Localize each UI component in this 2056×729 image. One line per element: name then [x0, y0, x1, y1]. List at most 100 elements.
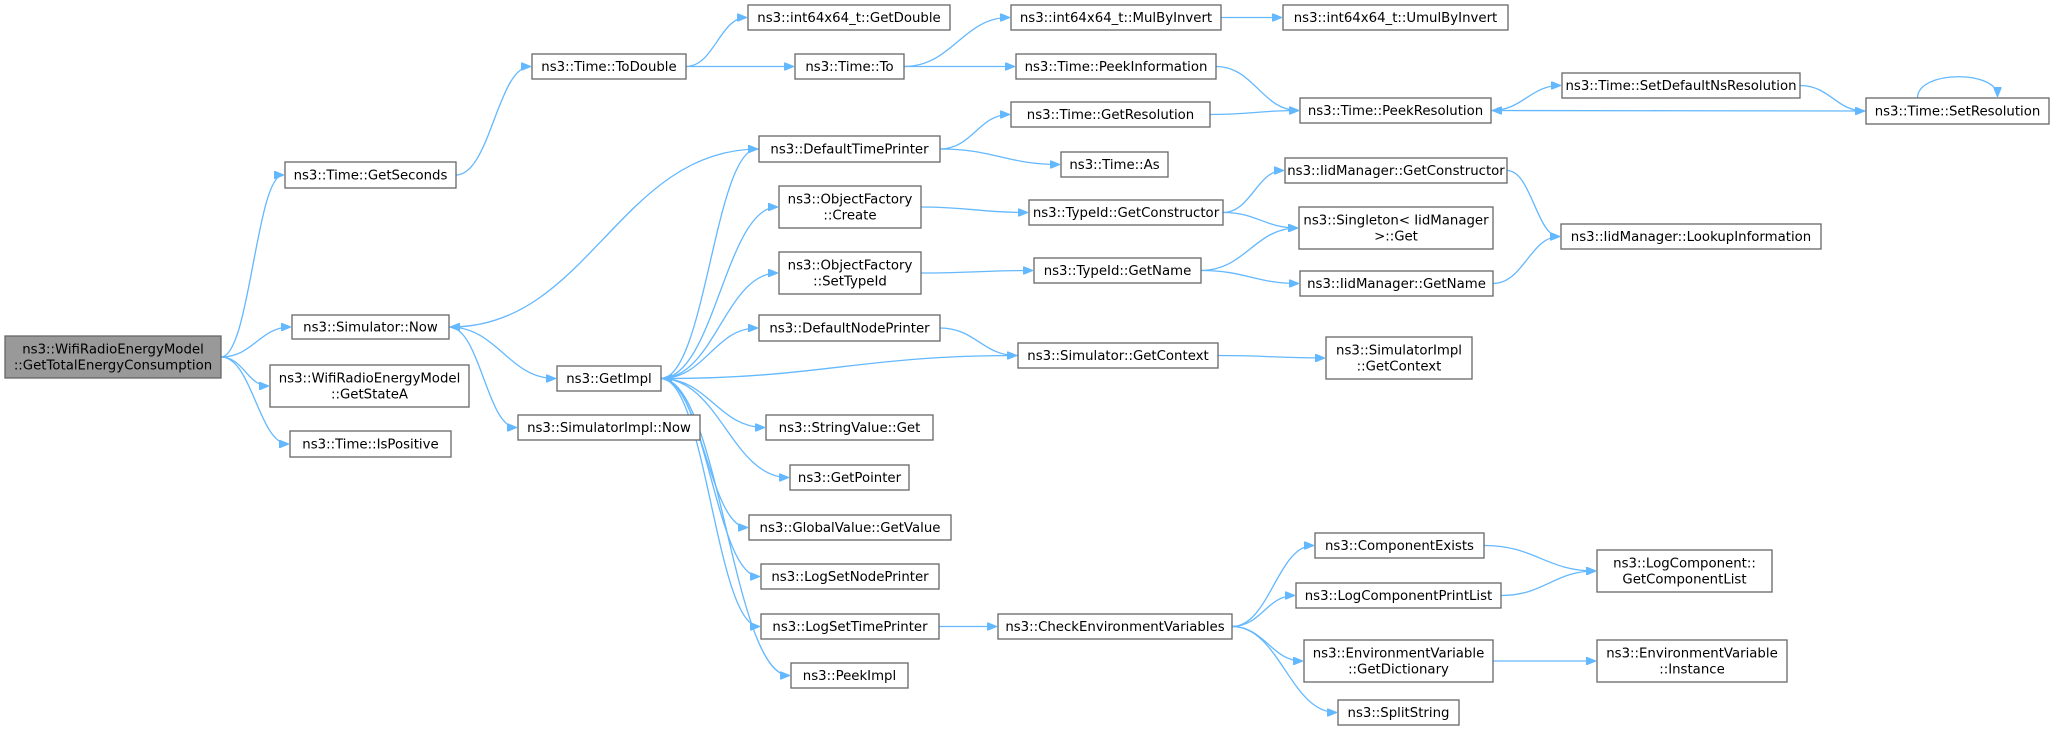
node-peek-resolution[interactable]: ns3::Time::PeekResolution — [1299, 97, 1492, 124]
node-set-resolution[interactable]: ns3::Time::SetResolution — [1865, 97, 2050, 125]
node-get-seconds[interactable]: ns3::Time::GetSeconds — [284, 161, 457, 189]
edge-get-impl-to-obj-fact-create — [660, 207, 777, 380]
edge-comp-exists-to-log-comp-get-list — [1483, 544, 1595, 572]
node-get-pointer[interactable]: ns3::GetPointer — [789, 464, 910, 491]
node-time-to[interactable]: ns3::Time::To — [794, 53, 905, 80]
node-label-line: ns3::ObjectFactory — [788, 259, 913, 274]
edge-obj-fact-set-type-id-to-type-id-get-name — [920, 271, 1032, 274]
node-box — [1299, 270, 1494, 297]
node-box — [1010, 4, 1222, 31]
edge-get-resolution-to-peek-resolution — [1209, 111, 1298, 116]
node-label-line: ns3::ComponentExists — [1325, 539, 1474, 554]
node-box — [1865, 97, 2050, 125]
node-time-as[interactable]: ns3::Time::As — [1060, 151, 1169, 178]
node-iid-get-name[interactable]: ns3::IidManager::GetName — [1299, 270, 1494, 297]
node-box — [1561, 72, 1801, 99]
edge-get-impl-to-peek-impl — [660, 377, 789, 676]
node-global-get-value[interactable]: ns3::GlobalValue::GetValue — [748, 514, 952, 541]
node-box — [1337, 699, 1460, 726]
node-is-positive[interactable]: ns3::Time::IsPositive — [289, 430, 452, 458]
node-to-double[interactable]: ns3::Time::ToDouble — [531, 53, 687, 80]
node-umul-by-invert[interactable]: ns3::int64x64_t::UmulByInvert — [1282, 4, 1509, 31]
edge-get-impl-to-log-set-time-printer — [660, 377, 759, 627]
node-comp-exists[interactable]: ns3::ComponentExists — [1314, 532, 1485, 559]
node-sim-get-context[interactable]: ns3::Simulator::GetContext — [1017, 342, 1219, 369]
node-split-string[interactable]: ns3::SplitString — [1337, 699, 1460, 726]
node-get-state-a[interactable]: ns3::WifiRadioEnergyModel::GetStateA — [269, 364, 470, 408]
node-def-time-printer[interactable]: ns3::DefaultTimePrinter — [758, 135, 941, 163]
node-iid-get-constructor[interactable]: ns3::IidManager::GetConstructor — [1284, 157, 1508, 184]
node-sim-now[interactable]: ns3::Simulator::Now — [291, 314, 450, 340]
node-log-set-node-printer[interactable]: ns3::LogSetNodePrinter — [760, 563, 940, 590]
node-mul-by-invert[interactable]: ns3::int64x64_t::MulByInvert — [1010, 4, 1222, 31]
edge-type-id-get-constructor-to-iid-get-constructor — [1222, 171, 1283, 214]
edge-sim-now-to-get-impl — [448, 326, 555, 379]
node-obj-fact-set-type-id[interactable]: ns3::ObjectFactory::SetTypeId — [778, 251, 922, 295]
node-label-line: ns3::GlobalValue::GetValue — [760, 521, 941, 536]
node-box — [1017, 342, 1219, 369]
node-label-line: ns3::int64x64_t::MulByInvert — [1020, 11, 1212, 26]
edge-get-seconds-to-to-double — [455, 67, 530, 176]
node-label-line: ns3::LogSetNodePrinter — [771, 570, 929, 585]
edge-peek-information-to-peek-resolution — [1215, 65, 1298, 111]
node-check-env[interactable]: ns3::CheckEnvironmentVariables — [997, 613, 1233, 640]
node-log-comp-print-list[interactable]: ns3::LogComponentPrintList — [1295, 582, 1502, 609]
edge-type-id-get-name-to-iid-get-name — [1200, 269, 1298, 284]
node-type-id-get-constructor[interactable]: ns3::TypeId::GetConstructor — [1028, 199, 1224, 226]
node-label-line: ns3::TypeId::GetConstructor — [1033, 206, 1220, 221]
node-box — [1325, 336, 1473, 380]
node-box — [1298, 206, 1494, 250]
node-str-value-get[interactable]: ns3::StringValue::Get — [765, 414, 934, 441]
node-sim-impl-now[interactable]: ns3::SimulatorImpl::Now — [517, 414, 701, 441]
edge-check-env-to-env-get-dictionary — [1231, 625, 1302, 662]
node-box — [1596, 639, 1788, 683]
node-peek-information[interactable]: ns3::Time::PeekInformation — [1015, 53, 1217, 80]
node-box — [747, 4, 951, 31]
node-label-line: GetComponentList — [1622, 573, 1746, 588]
node-box — [778, 185, 922, 229]
node-box — [1295, 582, 1502, 609]
node-label-line: ns3::DefaultTimePrinter — [770, 143, 929, 158]
node-box — [1015, 53, 1217, 80]
node-label-line: ns3::Time::GetSeconds — [294, 169, 448, 184]
node-env-instance[interactable]: ns3::EnvironmentVariable::Instance — [1596, 639, 1788, 683]
node-peek-impl[interactable]: ns3::PeekImpl — [790, 662, 909, 689]
node-box — [1303, 639, 1494, 683]
node-env-get-dictionary[interactable]: ns3::EnvironmentVariable::GetDictionary — [1303, 639, 1494, 683]
node-box — [291, 314, 450, 340]
node-box — [4, 335, 222, 379]
edge-set-default-ns-res-to-set-resolution — [1799, 84, 1864, 112]
node-type-id-get-name[interactable]: ns3::TypeId::GetName — [1033, 257, 1202, 284]
node-log-comp-get-list[interactable]: ns3::LogComponent::GetComponentList — [1596, 549, 1773, 593]
node-box — [1282, 4, 1509, 31]
node-def-node-printer[interactable]: ns3::DefaultNodePrinter — [758, 314, 941, 342]
node-get-resolution[interactable]: ns3::Time::GetResolution — [1010, 101, 1211, 128]
node-box — [1060, 151, 1169, 178]
node-label-line: ns3::CheckEnvironmentVariables — [1005, 620, 1224, 635]
node-obj-fact-create[interactable]: ns3::ObjectFactory::Create — [778, 185, 922, 229]
node-label-line: ns3::Time::GetResolution — [1027, 108, 1194, 123]
node-label-line: ns3::LogComponent:: — [1613, 557, 1756, 572]
node-int-get-double[interactable]: ns3::int64x64_t::GetDouble — [747, 4, 951, 31]
node-singleton-get[interactable]: ns3::Singleton< IidManager>::Get — [1298, 206, 1494, 250]
node-get-impl[interactable]: ns3::GetImpl — [556, 365, 662, 392]
node-label-line: ns3::ObjectFactory — [788, 193, 913, 208]
node-log-set-time-printer[interactable]: ns3::LogSetTimePrinter — [760, 613, 940, 640]
edge-iid-get-constructor-to-iid-lookup-info — [1506, 169, 1559, 237]
node-label-line: ns3::Simulator::Now — [303, 321, 438, 336]
edge-type-id-get-name-to-singleton-get — [1200, 228, 1297, 272]
node-set-default-ns-res[interactable]: ns3::Time::SetDefaultNsResolution — [1561, 72, 1801, 99]
edge-time-to-to-mul-by-invert — [903, 18, 1009, 68]
node-label-line: >::Get — [1374, 230, 1418, 245]
node-box — [1284, 157, 1508, 184]
node-sim-impl-get-context[interactable]: ns3::SimulatorImpl::GetContext — [1325, 336, 1473, 380]
edge-root-to-get-seconds — [220, 175, 283, 358]
node-label-line: ::Instance — [1659, 663, 1725, 678]
edge-root-to-sim-now — [220, 327, 290, 358]
node-root[interactable]: ns3::WifiRadioEnergyModel::GetTotalEnerg… — [4, 335, 222, 379]
edge-set-resolution-to-set-resolution — [1916, 76, 1998, 99]
node-box — [997, 613, 1233, 640]
node-iid-lookup-info[interactable]: ns3::IidManager::LookupInformation — [1560, 223, 1822, 250]
node-box — [1314, 532, 1485, 559]
